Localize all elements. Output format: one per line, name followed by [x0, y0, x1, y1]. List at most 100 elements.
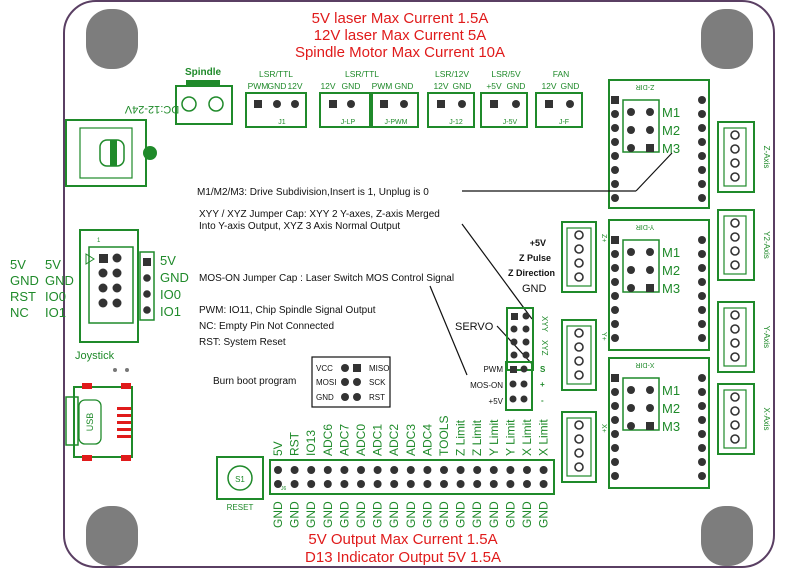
spindle-connector[interactable]: Spindle — [175, 67, 233, 125]
axis-connector-4[interactable]: X-Axis — [717, 383, 771, 455]
header-bottom-label: GND — [537, 501, 551, 528]
dc-jack[interactable]: DC:12-24V — [65, 103, 179, 187]
axis-inner — [723, 307, 747, 367]
driver-pin — [611, 250, 619, 258]
notes: M1/M2/M3: Drive Subdivision,Insert is 1,… — [197, 187, 454, 387]
driver-pin — [611, 138, 619, 146]
header-pin — [539, 466, 548, 474]
axis-jumper-2[interactable]: Y+ — [561, 319, 607, 391]
header-pin-label: +5V — [486, 81, 502, 91]
header-top-label: Z Limit — [454, 419, 468, 456]
joystick-connector[interactable]: 5V GND RST NC 5V GND IO0 IO1 5V GND IO0 … — [10, 229, 189, 362]
header-pin — [357, 466, 365, 474]
driver-outline — [608, 357, 710, 489]
header-lsr-5v[interactable]: LSR/5V +5V GND J-5V — [480, 69, 528, 128]
header-pin — [523, 480, 531, 488]
bottom-pin-header[interactable]: J65VGNDRSTGNDIO13GNDADC6GNDADC7GNDADC0GN… — [269, 416, 555, 528]
driver-pin-square — [611, 96, 619, 104]
usb-pad — [117, 421, 131, 424]
mounting-hole-top-left — [86, 9, 138, 69]
icsp-right-label: MISO — [369, 364, 389, 373]
m-pin — [627, 386, 635, 394]
driver-pin — [698, 152, 706, 160]
axis-pin — [730, 352, 740, 362]
m-pin — [627, 404, 635, 412]
jumper-pin — [522, 351, 530, 359]
axis-jumper-1[interactable]: Z+ — [561, 221, 607, 293]
header-lsr-ttl-2[interactable]: LSR/TTL 12V GND PWM GND J-LP J-PWM — [319, 69, 419, 128]
usb-connector[interactable]: USB — [65, 368, 133, 461]
axis-label: Y-Axis — [762, 326, 771, 348]
m-pin — [646, 248, 654, 256]
axis-jumper-3[interactable]: X+ — [561, 411, 607, 483]
m-pin — [627, 126, 635, 134]
icsp-pin — [341, 393, 349, 401]
servo-pins — [509, 365, 528, 403]
axis-inner — [723, 215, 747, 275]
header-pin — [456, 480, 465, 488]
m-label: M2 — [662, 401, 680, 416]
servo-left-label: MOS-ON — [470, 381, 503, 390]
note-burn: Burn boot program — [213, 376, 296, 387]
servo-label: SERVO — [455, 321, 494, 333]
axis-connector-1[interactable]: Z-Axis — [717, 121, 771, 193]
icsp-left-label: VCC — [316, 364, 333, 373]
header-pin-label: PWM — [372, 81, 393, 91]
servo-header[interactable]: SERVO XYY XYZ S + - PWM — [455, 307, 549, 411]
header-pin-label: GND — [561, 81, 580, 91]
m-pin — [627, 266, 635, 274]
servo-side-labels: S + - — [540, 365, 546, 405]
joystick-pin — [112, 268, 122, 278]
note-drive: M1/M2/M3: Drive Subdivision,Insert is 1,… — [197, 187, 429, 198]
axis-jumper-mark: X+ — [600, 424, 607, 433]
header-pin — [400, 100, 408, 108]
axis-jumper-pin — [574, 258, 584, 268]
header-fan[interactable]: FAN 12V GND J-F — [535, 69, 583, 128]
jumper-pin-square — [511, 313, 518, 320]
servo-left-label: +5V — [489, 397, 504, 406]
header-pin-square — [490, 100, 498, 108]
icsp-left-label: MOSI — [316, 378, 336, 387]
m-pin — [646, 126, 654, 134]
header-pin — [506, 480, 515, 488]
spindle-screw-1 — [181, 96, 197, 112]
axis-label: Z-Axis — [762, 146, 771, 169]
header-lsr-ttl-1[interactable]: LSR/TTL PWM GND 12V J1 — [245, 69, 307, 128]
driver-pin — [698, 292, 706, 300]
header-pin-square — [437, 100, 445, 108]
header-code: J6 — [281, 486, 287, 492]
axis-label: X-Axis — [762, 407, 771, 430]
joystick-side-pin — [143, 290, 151, 298]
header-title: LSR/12V — [435, 69, 469, 79]
header-pin — [323, 480, 332, 488]
joystick-pin — [112, 298, 122, 308]
reset-button[interactable]: S1 RESET — [216, 456, 264, 512]
header-body-pwm — [371, 92, 419, 128]
axis-connector-2[interactable]: Y2-Axis — [717, 209, 771, 281]
joystick-label: IO1 — [45, 305, 66, 320]
header-pin — [291, 100, 299, 108]
header-lsr-12v[interactable]: LSR/12V 12V GND J-12 — [427, 69, 475, 128]
joystick-label: RST — [10, 289, 36, 304]
driver-pin — [698, 110, 706, 118]
header-pin — [506, 466, 515, 474]
header-pin — [274, 480, 282, 488]
header-pin — [473, 466, 482, 474]
header-code: J-LP — [341, 119, 356, 126]
reset-body — [216, 456, 264, 500]
axis-jumper-pin — [574, 230, 584, 240]
icsp-right-label: SCK — [369, 378, 386, 387]
driver-pin — [698, 458, 706, 466]
driver-pin — [611, 472, 619, 480]
header-pin-label: PWM — [248, 81, 269, 91]
m-pin — [627, 284, 635, 292]
header-pin-label: 12V — [287, 81, 302, 91]
icsp-header[interactable]: VCC MOSI GND MISO SCK RST — [311, 356, 391, 408]
joystick-side-header — [139, 251, 155, 321]
axis-connector-3[interactable]: Y-Axis — [717, 301, 771, 373]
driver-pin — [611, 278, 619, 286]
